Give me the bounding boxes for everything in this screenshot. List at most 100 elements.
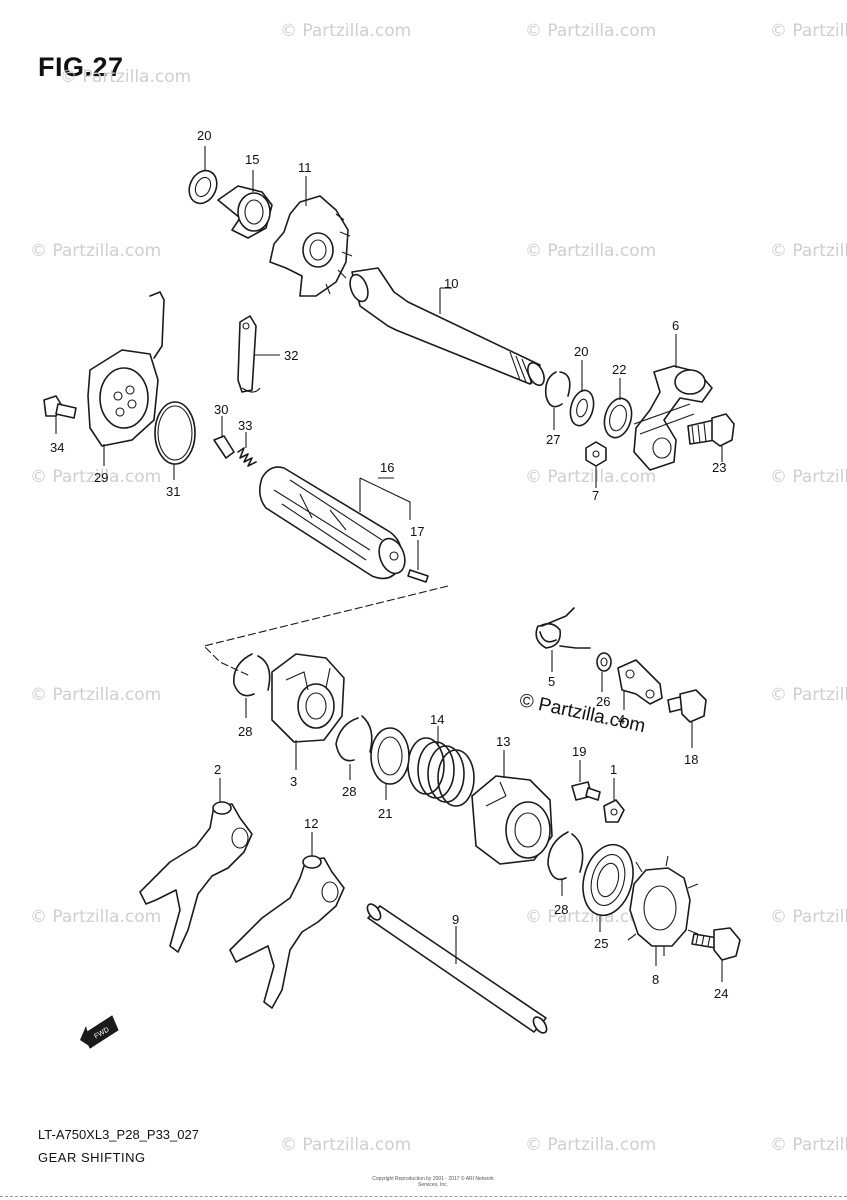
part-28-circlip: 28: [335, 715, 373, 799]
callout-number: 18: [684, 752, 698, 767]
watermark: © Partzilla.com: [770, 907, 847, 927]
bottom-divider: [0, 1196, 847, 1197]
watermark: © Partzilla.com: [770, 685, 847, 705]
part-24-bolt: 24: [691, 927, 741, 1001]
watermark: © Partzilla.com: [770, 241, 847, 261]
part-29-gear-position-switch: 29: [87, 291, 165, 485]
callout-number: 10: [444, 276, 458, 291]
callout-number: 11: [298, 160, 312, 175]
callout-number: 24: [714, 986, 728, 1001]
callout-number: 7: [592, 488, 599, 503]
part-20-washer: 20: [188, 128, 218, 205]
part-22-oil-seal: 22: [603, 362, 633, 439]
callout-number: 16: [380, 460, 394, 475]
callout-number: 15: [245, 152, 259, 167]
watermark: © Partzilla.com: [30, 467, 161, 487]
callout-number: 21: [378, 806, 392, 821]
part-12-shift-fork: 12: [229, 816, 345, 1009]
callout-number: 8: [652, 972, 659, 987]
callout-number: 26: [596, 694, 610, 709]
part-8-cam-stopper: 8: [627, 855, 699, 987]
part-3-cam-driver: 3: [271, 653, 345, 789]
callout-number: 22: [612, 362, 626, 377]
part-16-gearshift-cam: 16: [258, 460, 411, 580]
callout-number: 14: [430, 712, 444, 727]
watermark: © Partzilla.com: [525, 1135, 656, 1155]
diagram-name: GEAR SHIFTING: [38, 1150, 146, 1165]
callout-number: 32: [284, 348, 298, 363]
part-34-bolt: 34: [43, 395, 77, 455]
watermark: © Partzilla.com: [525, 241, 656, 261]
part-4-stopper-lever: 4: [617, 659, 663, 727]
callout-number: 34: [50, 440, 64, 455]
watermark: © Partzilla.com: [280, 1135, 411, 1155]
watermark: © Partzilla.com: [770, 1135, 847, 1155]
callout-number: 12: [304, 816, 318, 831]
part-11-shift-plate: 11: [269, 160, 353, 297]
callout-number: 2: [214, 762, 221, 777]
watermark: © Partzilla.com: [525, 21, 656, 41]
callout-number: 29: [94, 470, 108, 485]
watermark: © Partzilla.com: [280, 21, 411, 41]
watermark: © Partzilla.com: [30, 907, 161, 927]
watermark: © Partzilla.com: [30, 685, 161, 705]
part-1-washer: 1: [603, 762, 625, 823]
part-15-cam-guide: 15: [217, 152, 273, 239]
callout-number: 25: [594, 936, 608, 951]
part-2-shift-fork: 2: [139, 762, 253, 953]
callout-number: 6: [672, 318, 679, 333]
part-6-gearshift-arm: 6: [633, 318, 713, 471]
callout-number: 3: [290, 774, 297, 789]
part-26-washer: 26: [596, 652, 612, 709]
callout-number: 28: [342, 784, 356, 799]
part-20-washer: 20: [569, 344, 595, 427]
watermark: © Partzilla.com: [770, 21, 847, 41]
fwd-arrow-icon: FWD: [80, 1015, 119, 1049]
part-28-circlip: 28: [547, 831, 584, 917]
part-32-clip: 32: [237, 315, 298, 393]
callout-number: 4: [618, 712, 625, 727]
part-7-nut: 7: [585, 441, 607, 503]
part-13-cam-driver-plate: 13: [471, 734, 553, 865]
part-17-pin: 17: [407, 524, 429, 583]
copyright-text: Copyright Reproduction by 2001 - 2017 © …: [372, 1176, 494, 1188]
diagram-code: LT-A750XL3_P28_P33_027: [38, 1127, 199, 1142]
callout-number: 20: [197, 128, 211, 143]
callout-number: 20: [574, 344, 588, 359]
part-27-circlip: 27: [544, 371, 571, 447]
watermark: © Partzilla.com: [525, 907, 656, 927]
watermark: © Partzilla.com: [60, 67, 191, 87]
callout-number: 33: [238, 418, 252, 433]
assembly-guide-line: [202, 585, 449, 677]
callout-number: 28: [238, 724, 252, 739]
callout-number: 31: [166, 484, 180, 499]
part-10-gearshift-shaft: 10: [349, 267, 545, 387]
callout-number: 30: [214, 402, 228, 417]
part-14-spring: 14: [407, 712, 475, 807]
part-18-bolt: 18: [667, 689, 707, 767]
watermark: © Partzilla.com: [770, 467, 847, 487]
part-21-washer: 21: [370, 727, 410, 821]
callout-number: 13: [496, 734, 510, 749]
callout-number: 9: [452, 912, 459, 927]
callout-number: 17: [410, 524, 424, 539]
part-30-pin: 30: [213, 402, 235, 459]
part-19-screw: 19: [571, 744, 601, 801]
watermark-layer: © Partzilla.com © Partzilla.com © Partzi…: [30, 21, 847, 1155]
callout-number: 23: [712, 460, 726, 475]
watermark: © Partzilla.com: [30, 241, 161, 261]
part-23-bolt: 23: [687, 413, 735, 475]
part-5-spring: 5: [535, 607, 591, 689]
figure-title: FIG.27: [38, 52, 124, 82]
callout-number: 19: [572, 744, 586, 759]
part-25-bearing: 25: [582, 843, 634, 951]
callout-number: 28: [554, 902, 568, 917]
part-33-spring: 33: [237, 418, 257, 467]
part-28-circlip: 28: [233, 653, 271, 739]
part-31-o-ring: 31: [154, 401, 196, 499]
callout-number: 5: [548, 674, 555, 689]
callout-number: 1: [610, 762, 617, 777]
part-9-fork-shaft: 9: [366, 903, 548, 1034]
callout-number: 27: [546, 432, 560, 447]
